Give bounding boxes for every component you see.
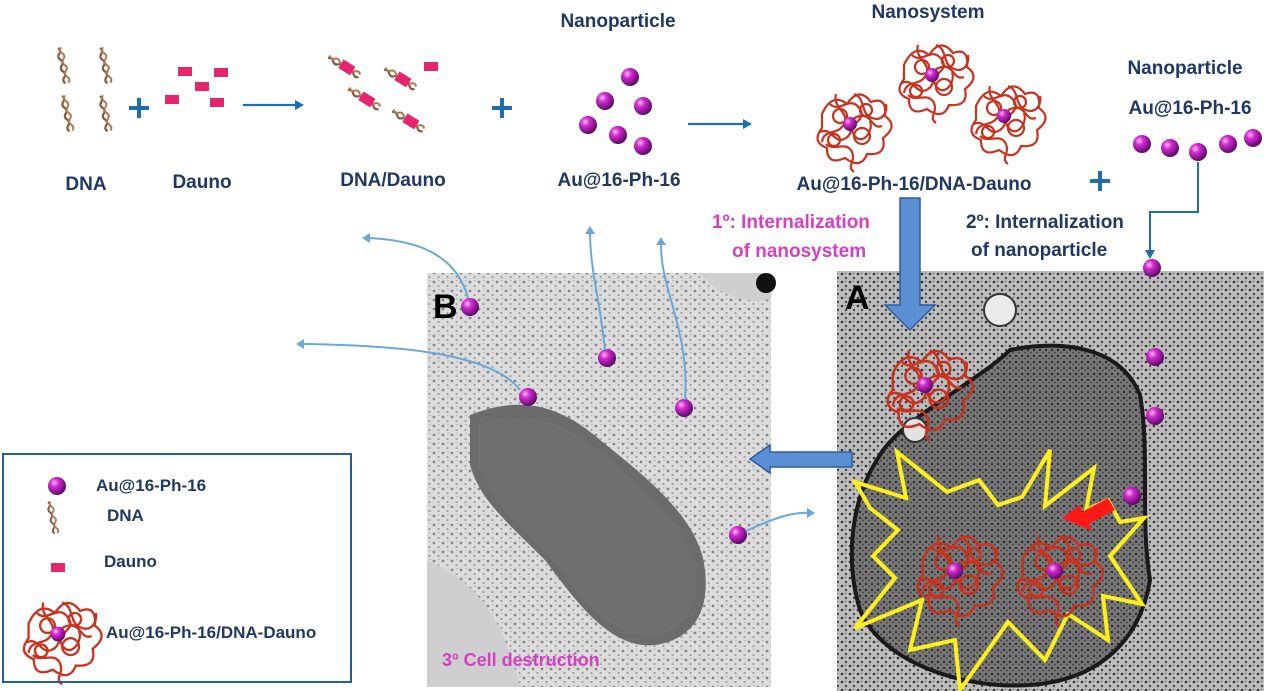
panel-a-letter: A: [845, 279, 870, 317]
nanosystem-title: Nanosystem: [871, 2, 985, 23]
yellow-star-outline: [850, 447, 1150, 691]
legend-dauno-label: Dauno: [104, 552, 157, 571]
plus-icon: [1090, 171, 1110, 191]
nanoparticle-title: Nanoparticle: [560, 11, 676, 32]
nanoparticle-icon-group: [461, 298, 747, 544]
nanoparticle-icon-group: [1123, 259, 1164, 505]
plus-icon: [129, 98, 149, 118]
step2-line2: of nanoparticle: [971, 240, 1108, 261]
step1-line1: 1º: Internalization: [712, 212, 870, 233]
legend-nanosystem-label: Au@16-Ph-16/DNA-Dauno: [106, 623, 317, 642]
micrograph-b: [427, 273, 776, 687]
connector-arrow: [1145, 162, 1199, 259]
step1-line2: of nanosystem: [732, 241, 867, 262]
dna-icon-group: [55, 45, 113, 133]
panel-b-letter: B: [433, 288, 458, 326]
legend-nanoparticle-label: Au@16-Ph-16: [96, 476, 207, 495]
big-down-arrow: [883, 197, 937, 332]
plus-icon: [492, 98, 512, 118]
release-arrows: [301, 231, 809, 532]
legend-icons: [22, 477, 103, 686]
dauno-label: Dauno: [172, 172, 232, 193]
arrow-icon: [243, 100, 304, 110]
step3-label: 3º Cell destruction: [442, 650, 600, 670]
nanoparticle-icon-group: [579, 68, 652, 155]
nanosystem-name: Au@16-Ph-16/DNA-Dauno: [796, 174, 1032, 195]
dna-label: DNA: [65, 174, 107, 195]
nanosystem-icon-group: [816, 43, 1047, 174]
step2-line1: 2º: Internalization: [966, 212, 1124, 233]
dauno-icon-group: [165, 67, 228, 107]
legend-dna-label: DNA: [107, 506, 144, 525]
nanoparticle-name: Au@16-Ph-16: [557, 170, 681, 191]
legend-box: [2, 453, 352, 683]
red-arrow: [1062, 498, 1115, 531]
big-left-arrow: [748, 443, 853, 475]
dna-dauno-label: DNA/Dauno: [340, 170, 446, 191]
nanoparticle-icon-group: [1133, 129, 1262, 161]
arrow-icon: [688, 119, 752, 129]
nanoparticle2-title: Nanoparticle: [1127, 58, 1243, 79]
dna-dauno-icon-group: [326, 53, 438, 134]
nanoparticle2-name: Au@16-Ph-16: [1128, 98, 1252, 119]
release-arrowheads: [296, 226, 815, 518]
